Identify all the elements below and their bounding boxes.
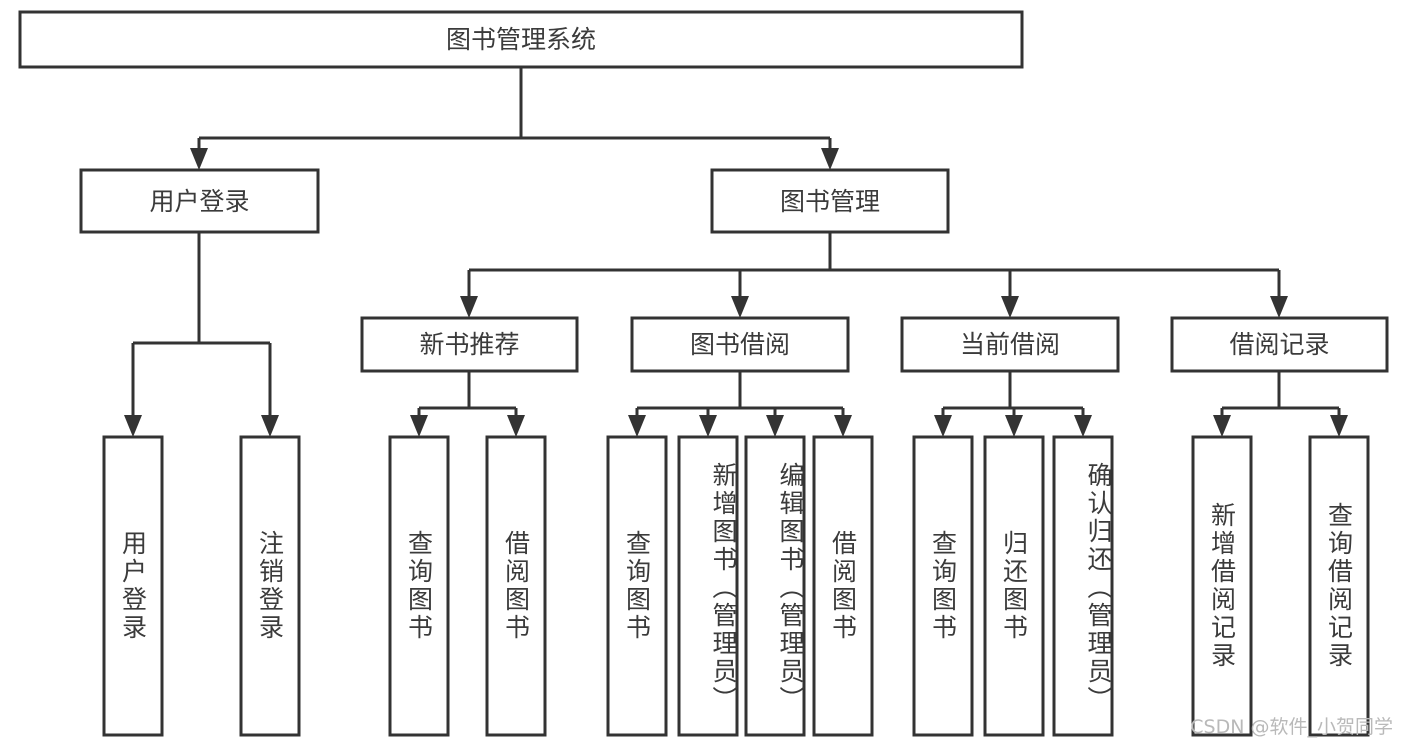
box-current-borrow[interactable] [900,316,1120,373]
arrow-to-current-borrow [1001,296,1019,318]
box-leaf-borrow-book-recommend[interactable] [485,435,547,737]
box-leaf-return-book[interactable] [983,435,1045,737]
arrow-to-user-login [190,148,208,170]
connector-borrow-records-to-leaves [1213,371,1348,437]
connector-root-to-level1 [190,67,839,170]
connector-book-borrow-to-leaves [628,371,852,437]
arrow-to-book-borrow [731,296,749,318]
arrow-to-leaf-add-book [699,415,717,437]
box-book-borrow[interactable] [630,316,850,373]
connector-new-book-recommend-to-leaves [410,371,525,437]
arrow-to-borrow-records [1270,296,1288,318]
arrow-to-leaf-query-book-recommend [410,415,428,437]
box-leaf-borrow-book[interactable] [812,435,874,737]
box-book-management[interactable] [710,168,950,234]
box-leaf-edit-book[interactable] [744,435,806,737]
connector-book-management-to-level2 [460,232,1288,318]
box-leaf-query-book-recommend[interactable] [388,435,450,737]
box-leaf-query-borrow-record[interactable] [1308,435,1370,737]
node-boxes-group [18,10,1389,737]
arrow-to-leaf-edit-book [766,415,784,437]
arrow-to-leaf-query-book-current [934,415,952,437]
box-leaf-add-book[interactable] [677,435,739,737]
arrow-to-book-management [821,148,839,170]
box-borrow-records[interactable] [1170,316,1389,373]
arrow-to-leaf-borrow-book [834,415,852,437]
box-leaf-add-borrow-record[interactable] [1191,435,1253,737]
box-leaf-query-book-current[interactable] [912,435,974,737]
arrow-to-leaf-confirm-return [1074,415,1092,437]
arrow-to-leaf-user-login [124,415,142,437]
arrow-to-leaf-borrow-book-recommend [507,415,525,437]
arrow-to-leaf-return-book [1005,415,1023,437]
connector-user-login-to-leaves [124,232,279,437]
arrow-to-leaf-query-book-borrow [628,415,646,437]
connector-current-borrow-to-leaves [934,371,1092,437]
box-leaf-confirm-return[interactable] [1052,435,1114,737]
box-leaf-query-book-borrow[interactable] [606,435,668,737]
box-leaf-user-logout[interactable] [239,435,301,737]
box-user-login[interactable] [79,168,320,234]
arrow-to-leaf-user-logout [261,415,279,437]
arrow-to-new-book-recommend [460,296,478,318]
arrow-to-leaf-add-borrow-record [1213,415,1231,437]
box-root[interactable] [18,10,1024,69]
box-leaf-user-login[interactable] [102,435,164,737]
box-new-book-recommend[interactable] [360,316,579,373]
arrow-to-leaf-query-borrow-record [1330,415,1348,437]
